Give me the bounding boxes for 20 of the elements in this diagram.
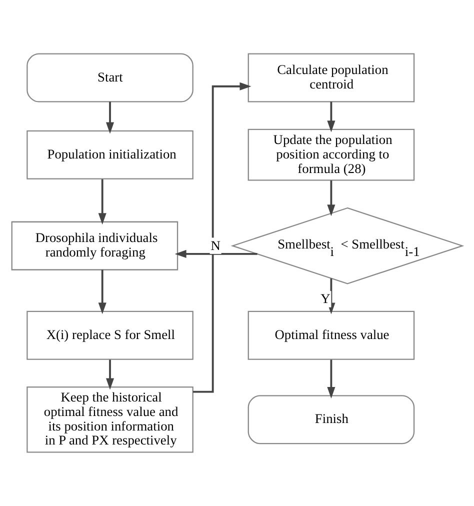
node-box: Calculate population centroid [248,53,415,102]
arrow [327,180,336,216]
arrow [193,82,252,393]
arrow [174,250,258,258]
node-box: X(i) replace S for Smell [26,310,194,360]
arrow [327,102,336,132]
node-box: Optimal fitness value [248,310,415,360]
arrow [106,360,114,390]
node-box: Update the population position according to formula (28) [248,128,415,181]
node-box: Start [26,53,194,102]
arrow [106,102,114,134]
arrow [327,360,336,398]
node-box: Drosophila individuals randomly foraging [11,221,178,270]
arrow [98,270,106,314]
node-box: Keep the historical optimal fitness value and its position information in P and PX respectively [26,386,194,453]
node-box: Finish [248,395,415,444]
edge-label: N [210,238,220,253]
edge-label: Y [320,291,330,306]
arrow [98,179,106,225]
node-box: Population initialization [26,130,194,180]
